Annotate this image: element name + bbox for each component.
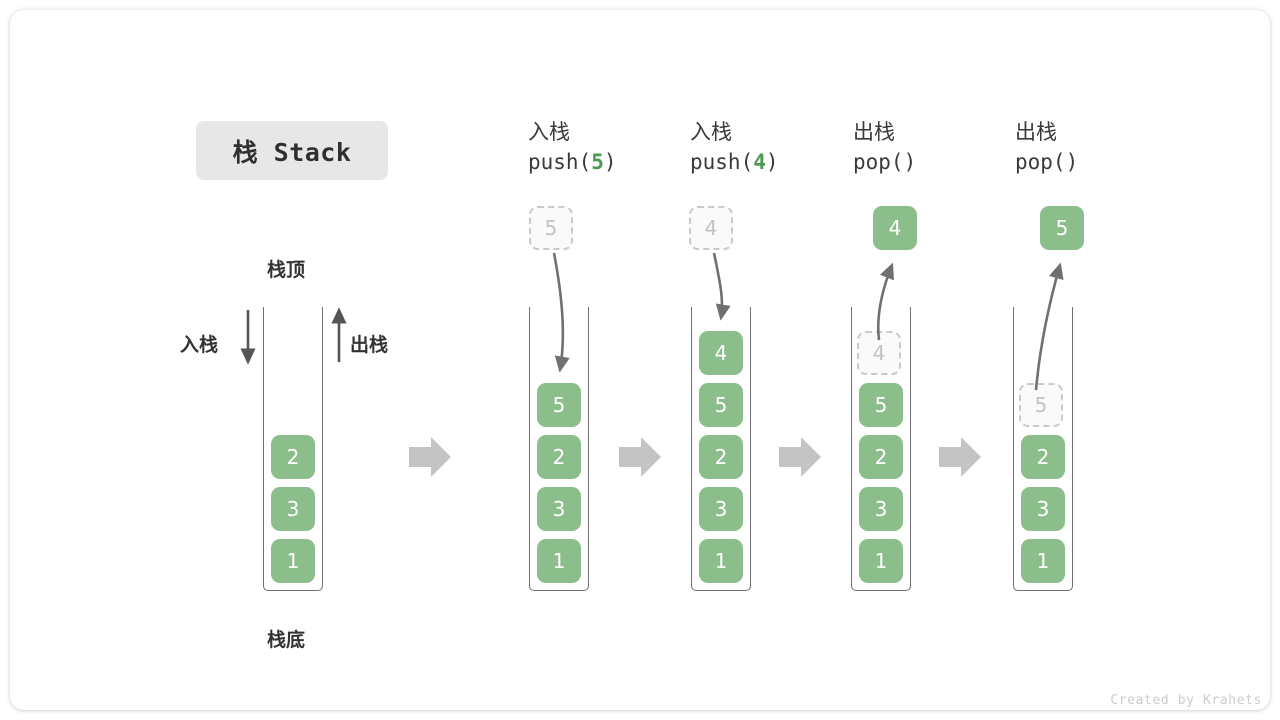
- ghost-cell-outgoing: 4: [857, 331, 901, 375]
- stack-cell: 1: [859, 539, 903, 583]
- stack-bottom-label: 栈底: [267, 629, 306, 651]
- stack-cell: 1: [537, 539, 581, 583]
- stack-cell: 5: [537, 383, 581, 427]
- stack-cell: 2: [537, 435, 581, 479]
- diagram-card: 栈 Stack 栈顶 栈底 入栈 出栈 2 3 1 入栈 push(5) 5 5…: [10, 10, 1270, 710]
- op-label-cn: 出栈: [853, 120, 895, 144]
- ghost-cell-incoming: 5: [529, 206, 573, 250]
- watermark: Created by Krahets: [1110, 693, 1262, 708]
- stack-cell: 3: [1021, 487, 1065, 531]
- stage-transition-arrow: [779, 437, 821, 477]
- stack-cell: 5: [699, 383, 743, 427]
- stack-cell: 2: [1021, 435, 1065, 479]
- op-label-cn: 入栈: [690, 120, 732, 144]
- op-label-code: push(5): [528, 150, 617, 175]
- page-title: 栈 Stack: [196, 121, 388, 180]
- stack-container-push5: [529, 307, 589, 591]
- stack-cell: 5: [859, 383, 903, 427]
- pop-direction-label: 出栈: [350, 334, 389, 356]
- stack-cell: 1: [699, 539, 743, 583]
- popped-cell: 4: [873, 206, 917, 250]
- stack-cell: 1: [271, 539, 315, 583]
- stack-cell: 3: [859, 487, 903, 531]
- stack-container-pop2: [1013, 307, 1073, 591]
- stack-cell: 2: [271, 435, 315, 479]
- stage-transition-arrow: [939, 437, 981, 477]
- stack-cell: 2: [699, 435, 743, 479]
- stack-top-label: 栈顶: [267, 259, 306, 281]
- stack-cell: 4: [699, 331, 743, 375]
- push-direction-label: 入栈: [180, 334, 219, 356]
- diagram-stage: 栈 Stack 栈顶 栈底 入栈 出栈 2 3 1 入栈 push(5) 5 5…: [10, 10, 1270, 710]
- stack-container-pop1: [851, 307, 911, 591]
- op-label-cn: 入栈: [528, 120, 570, 144]
- arrows-overlay: [240, 252, 1064, 477]
- ghost-cell-outgoing: 5: [1019, 383, 1063, 427]
- ghost-cell-incoming: 4: [689, 206, 733, 250]
- stack-cell: 3: [271, 487, 315, 531]
- stack-container-initial: [263, 307, 323, 591]
- stage-transition-arrow: [619, 437, 661, 477]
- op-label-cn: 出栈: [1015, 120, 1057, 144]
- popped-cell: 5: [1040, 206, 1084, 250]
- op-label-code: pop(): [853, 150, 917, 175]
- stack-cell: 3: [699, 487, 743, 531]
- stage-transition-arrow: [409, 437, 451, 477]
- stack-cell: 1: [1021, 539, 1065, 583]
- stack-cell: 3: [537, 487, 581, 531]
- op-label-code: pop(): [1015, 150, 1079, 175]
- stack-container-push4: [691, 307, 751, 591]
- stack-cell: 2: [859, 435, 903, 479]
- op-label-code: push(4): [690, 150, 779, 175]
